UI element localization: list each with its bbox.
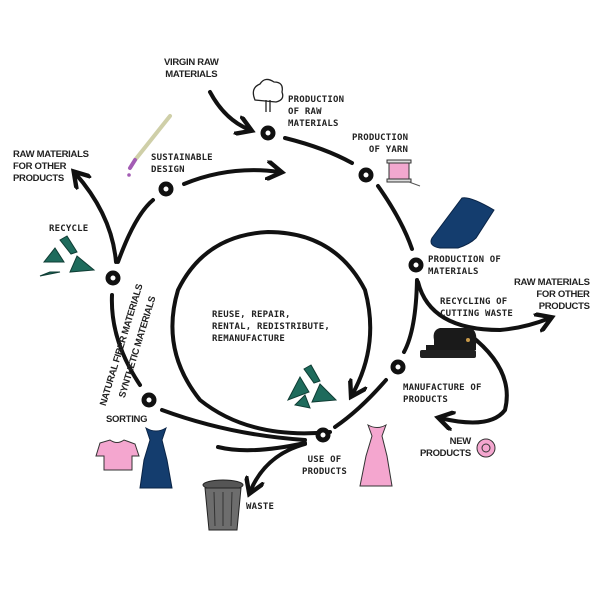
flow-raw-to-yarn [283,136,354,165]
node-manufacture [390,359,406,375]
label-recycling-cutting-waste: RECYCLING OF CUTTING WASTE [440,297,514,319]
flow-cutting-waste [416,280,550,330]
label-production-raw-materials: PRODUCTION OF RAW MATERIALS [288,95,345,129]
label-use-of-products: USE OF PRODUCTS [302,455,347,477]
label-waste: WASTE [246,502,275,512]
flow-virgin-to-production [208,90,250,130]
flower-badge-icon [476,438,496,458]
node-production-yarn [358,167,374,183]
fabric-roll-icon [430,197,495,249]
label-manufacture-of-products: MANUFACTURE OF PRODUCTS [403,383,482,405]
flow-materials-to-manufacture [402,278,419,354]
recycle-icon [286,364,338,409]
flow-new-products [440,333,509,423]
node-production-raw [260,125,276,141]
label-production-of-yarn: PRODUCTION OF YARN [352,133,409,155]
label-recycle: RECYCLE [49,224,89,234]
node-use [315,427,331,443]
paintbrush-icon [127,114,172,177]
node-sorting [141,392,157,408]
dress-icon [139,426,173,489]
label-sustainable-design: SUSTAINABLE DESIGN [151,153,213,175]
node-recycle [105,270,121,286]
node-design [158,181,174,197]
reuse-loop [170,229,373,436]
flow-yarn-to-materials [376,184,414,251]
sewing-machine-icon [420,328,477,358]
flow-recycle-to-raw-other [75,173,118,264]
trash-can-icon [202,479,244,531]
label-production-of-materials: PRODUCTION OF MATERIALS [428,255,502,277]
flow-use-to-sorting [160,408,307,442]
label-raw-materials-other-left: RAW MATERIALS FOR OTHER PRODUCTS [13,149,89,184]
label-new-products: NEW PRODUCTS [420,436,471,459]
thread-spool-icon [386,159,421,187]
flow-sorting-to-recycle [109,293,142,387]
cotton-plant-icon [252,78,284,112]
tshirt-icon [95,439,140,471]
flow-recycle-to-design [116,198,155,264]
node-production-materials [408,257,424,273]
dress-icon [359,423,393,487]
label-raw-materials-other-right: RAW MATERIALS FOR OTHER PRODUCTS [514,277,590,312]
flow-use-to-sorting-inner [216,441,307,453]
flow-manufacture-to-use [333,378,388,429]
recycle-icon [39,235,96,277]
label-sorting: SORTING [106,414,148,425]
flow-design-to-production [182,170,280,186]
label-virgin-raw-materials: VIRGIN RAW MATERIALS [164,57,219,80]
label-reuse-repair: REUSE, REPAIR, RENTAL, REDISTRIBUTE, REM… [212,310,330,344]
